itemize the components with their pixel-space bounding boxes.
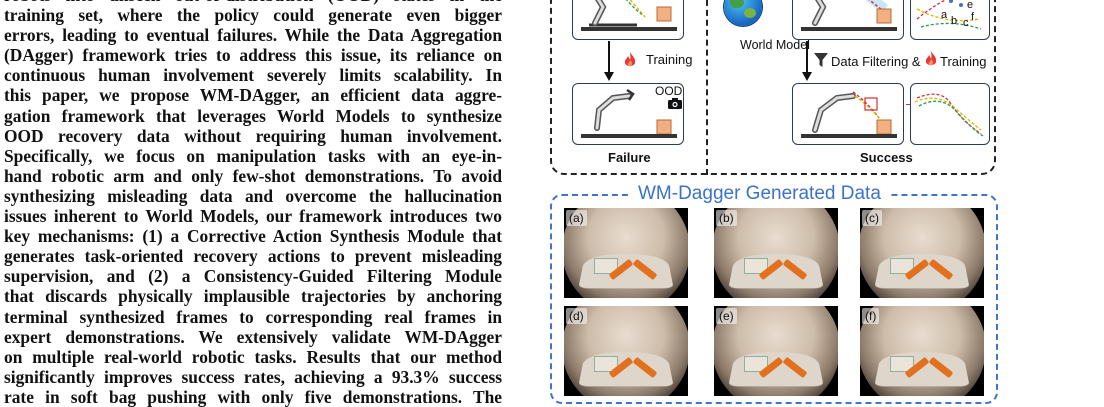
abstract-line: issues inherent to World Models, our fra…: [4, 206, 502, 226]
abstract-line: supervision, and (2) a Consistency-Guide…: [4, 266, 502, 286]
training-label: Training: [646, 52, 692, 67]
trajectory-plot: [911, 84, 991, 146]
traj-letter-a: a: [941, 9, 947, 21]
generated-frame: (f): [860, 306, 984, 396]
flame-icon: [925, 51, 937, 67]
trajectory-zoom-box: e a f b c: [910, 0, 990, 40]
abstract-line: on multiple real-world robotic tasks. Re…: [4, 347, 502, 367]
frame-tag: (a): [566, 210, 587, 226]
robot-arm-icon: [793, 84, 905, 146]
abstract-line: terminal synthesized frames to correspon…: [4, 307, 502, 327]
panel-divider: [706, 0, 708, 175]
filtering-arrow: [806, 41, 808, 79]
abstract-line: errors, leading to eventual failures. Wh…: [4, 25, 502, 45]
figure: Training OOD Failure World Model: [540, 0, 1104, 405]
synthesized-robot-box: [792, 0, 904, 40]
failure-robot-box: OOD: [572, 83, 684, 145]
robot-arm-icon: [573, 0, 685, 41]
robot-arm-icon: [793, 0, 905, 41]
flame-icon: [624, 52, 636, 68]
frame-tag: (b): [716, 210, 737, 226]
abstract-line: gation framework that leverages World Mo…: [4, 106, 502, 126]
abstract-text: robots into unseen out-of-distribution (…: [4, 0, 502, 407]
abstract-line: OOD recovery data without requiring huma…: [4, 126, 502, 146]
abstract-line: Specifically, we focus on manipulation t…: [4, 146, 502, 166]
traj-letter-f: f: [971, 11, 974, 23]
generated-frame: (b): [714, 208, 838, 298]
generated-frame: (a): [564, 208, 688, 298]
demo-robot-box: [572, 0, 684, 40]
frame-tag: (d): [566, 308, 587, 324]
generated-frame: (e): [714, 306, 838, 396]
abstract-line: this paper, we propose WM-DAgger, an eff…: [4, 85, 502, 105]
abstract-line: that discards physically implausible tra…: [4, 286, 502, 306]
abstract-line: rate in soft bag pushing with only five …: [4, 387, 502, 407]
success-robot-box: [792, 83, 904, 145]
traj-letter-e: e: [967, 0, 973, 11]
abstract-line: (DAgger) framework tries to address this…: [4, 45, 502, 65]
filter-training-label: Training: [940, 54, 986, 69]
abstract-line: generates task-oriented recovery actions…: [4, 246, 502, 266]
camera-icon: [668, 98, 682, 109]
abstract-line: hand robotic arm and only few-shot demon…: [4, 166, 502, 186]
abstract-line: significantly improves success rates, ac…: [4, 367, 502, 387]
generated-frame: (c): [860, 208, 984, 298]
abstract-line: synthesizing misleading data and overcom…: [4, 186, 502, 206]
training-arrow: [608, 41, 610, 79]
traj-letter-c: c: [963, 17, 969, 29]
abstract-line: continuous human involvement severely li…: [4, 65, 502, 85]
frame-tag: (c): [862, 210, 882, 226]
success-label: Success: [860, 150, 913, 165]
failure-label: Failure: [608, 150, 651, 165]
trajectory-zoom-box: [910, 83, 990, 145]
abstract-line: key mechanisms: (1) a Corrective Action …: [4, 226, 502, 246]
abstract-line: expert demonstrations. We extensively va…: [4, 327, 502, 347]
funnel-icon: [814, 53, 828, 67]
frame-tag: (f): [862, 308, 879, 324]
frame-tag: (e): [716, 308, 737, 324]
ood-label: OOD: [655, 84, 682, 98]
generated-data-title: WM-Dagger Generated Data: [628, 183, 891, 205]
abstract-line: training set, where the policy could gen…: [4, 5, 502, 25]
generated-frame: (d): [564, 306, 688, 396]
filtering-label: Data Filtering &: [831, 54, 921, 69]
traj-letter-b: b: [951, 15, 957, 27]
